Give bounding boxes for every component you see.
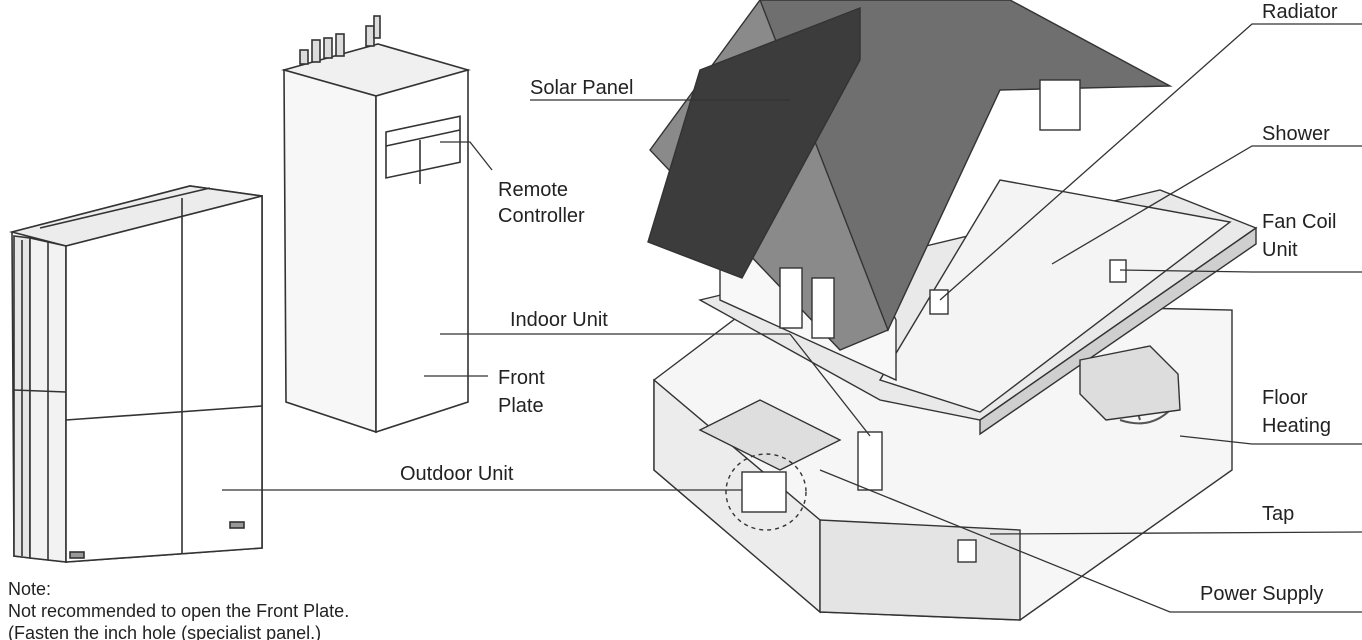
label-indoor-unit: Indoor Unit xyxy=(510,309,608,331)
outdoor-unit-illustration xyxy=(8,185,263,563)
note-line2: (Fasten the inch hole (specialist panel.… xyxy=(8,623,322,640)
note-heading: Note: xyxy=(8,579,52,599)
label-power-supply: Power Supply xyxy=(1200,583,1324,605)
solar-panel-illustration xyxy=(647,6,861,279)
label-shower: Shower xyxy=(1262,123,1330,145)
label-fan-coil-line1: Fan Coil xyxy=(1262,211,1337,233)
label-front-plate-line1: Front xyxy=(498,367,545,389)
label-radiator: Radiator xyxy=(1262,1,1338,23)
label-fan-coil-line2: Unit xyxy=(1262,239,1298,261)
label-front-plate-line2: Plate xyxy=(498,395,544,417)
house-illustration xyxy=(647,0,1258,621)
label-solar-panel: Solar Panel xyxy=(530,77,634,99)
indoor-unit-illustration xyxy=(281,15,471,434)
leader-lines xyxy=(222,23,1362,613)
label-floor-heating-line1: Floor xyxy=(1262,387,1308,409)
label-outdoor-unit: Outdoor Unit xyxy=(400,463,514,485)
label-floor-heating-line2: Heating xyxy=(1262,415,1331,437)
label-remote-controller-line1: Remote xyxy=(498,179,569,201)
label-tap: Tap xyxy=(1262,503,1295,525)
note-line1: Not recommended to open the Front Plate. xyxy=(8,601,350,621)
label-remote-controller-line2: Controller xyxy=(498,205,585,227)
